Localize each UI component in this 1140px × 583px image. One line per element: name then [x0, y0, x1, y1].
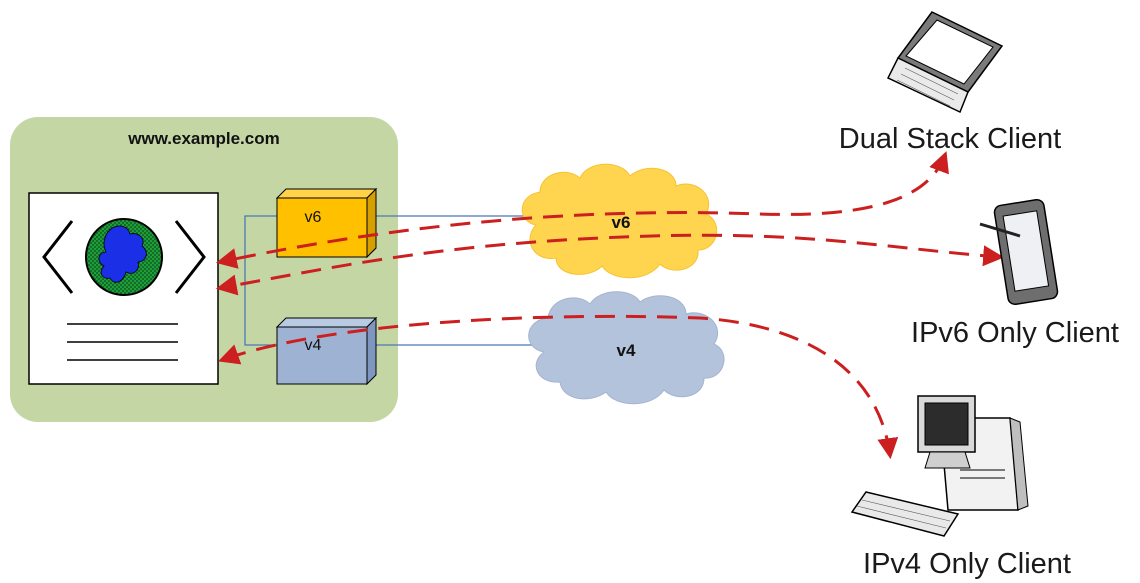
globe-icon	[85, 218, 163, 296]
tablet-icon	[979, 198, 1059, 306]
dual-stack-client-label: Dual Stack Client	[839, 123, 1061, 155]
desktop-computer-icon	[850, 395, 1029, 537]
v6-cloud-label: v6	[612, 213, 631, 232]
v4-cloud-label: v4	[617, 341, 636, 360]
v6-stack-label: v6	[305, 209, 322, 226]
site-title: www.example.com	[127, 129, 279, 148]
v4-cloud: v4	[528, 291, 725, 405]
v6-stack-box: v6	[275, 187, 378, 259]
traffic-arrows	[215, 151, 1005, 460]
dual-stack-traffic-arrow	[215, 151, 949, 269]
v4-stack-box: v4	[275, 316, 378, 386]
v6-cloud: v6	[521, 163, 718, 279]
ipv6-only-client-label: IPv6 Only Client	[911, 317, 1119, 349]
ipv6-only-traffic-arrow	[215, 233, 1005, 296]
web-page-icon	[28, 192, 219, 385]
laptop-icon	[886, 11, 1004, 114]
v4-stack-label: v4	[305, 337, 322, 354]
ipv4-only-traffic-arrow	[218, 314, 899, 460]
ipv4-only-client-label: IPv4 Only Client	[863, 548, 1071, 580]
